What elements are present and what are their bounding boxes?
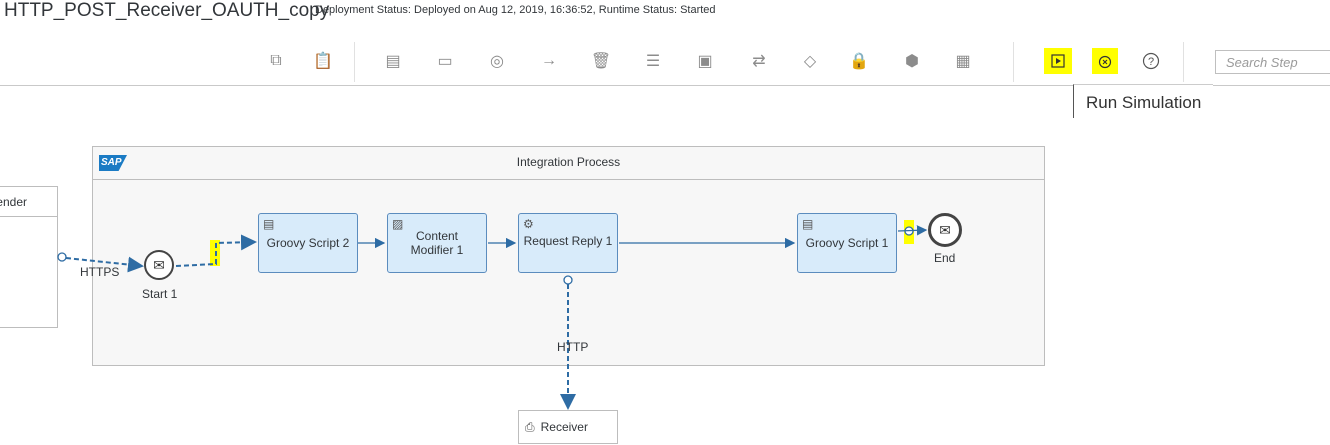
end-label: End [934,251,956,265]
arrow-right-icon[interactable]: → [541,52,557,69]
delete-icon[interactable]: 🗑 [590,53,612,70]
window-icon[interactable]: ▭ [437,53,453,70]
deployment-status: Deployment Status: Deployed on Aug 12, 2… [315,4,716,16]
swap-icon[interactable]: ⇄ [752,53,766,70]
sender-pool[interactable]: Sender [0,186,58,328]
request-reply-step[interactable]: ⚙ Request Reply 1 [518,213,618,273]
gear-icon: ⚙ [523,217,534,231]
start-event[interactable]: ✉ [144,250,174,280]
groovy-script-1-step[interactable]: ▤ Groovy Script 1 [797,213,897,273]
clipboard-icon[interactable]: ▦ [955,53,971,70]
step-label: Request Reply 1 [523,234,613,248]
help-icon[interactable]: ? [1138,48,1164,74]
run-simulation-icon[interactable] [1044,48,1072,74]
toolbar: ⧉ 📋 ▤ ▭ ◎ → 🗑 ☰ ▣ ⇄ ◇ 🔒 ⬢ ▦ ? [0,38,1330,86]
envelope-icon: ✉ [939,221,951,238]
stop-simulation-icon[interactable] [1092,48,1118,74]
menu-icon[interactable]: ☰ [645,53,661,70]
lock-icon[interactable]: 🔒 [849,53,869,70]
add-step-icon[interactable]: ▤ [385,53,401,70]
package-icon[interactable]: ⬢ [905,53,919,70]
receiver-label: Receiver [540,420,588,434]
end-event[interactable]: ✉ [928,213,962,247]
svg-text:?: ? [1148,56,1154,68]
sap-logo: SAP [99,155,127,171]
content-modifier-icon: ▨ [392,217,404,231]
step-label: Content Modifier 1 [410,229,464,257]
sender-label: Sender [0,187,57,217]
target-icon[interactable]: ◎ [490,53,504,70]
receiver-channel-label: HTTP [557,340,589,354]
script-icon: ▤ [263,217,275,231]
toolbar-divider [354,42,355,82]
envelope-icon: ✉ [153,256,165,273]
step-label: Groovy Script 1 [805,236,889,250]
paste-icon[interactable]: 📋 [313,53,333,70]
start-label: Start 1 [142,287,178,301]
page-title: HTTP_POST_Receiver_OAUTH_copy [4,0,330,21]
run-simulation-tooltip: Run Simulation [1073,84,1213,118]
process-title: Integration Process [93,147,1044,180]
sender-channel-label: HTTPS [80,265,120,279]
groovy-script-2-step[interactable]: ▤ Groovy Script 2 [258,213,358,273]
step-label: Groovy Script 2 [266,236,350,250]
toolbar-divider [1183,42,1184,82]
gateway-icon[interactable]: ◇ [803,53,817,70]
toolbar-divider [1013,42,1014,82]
script-icon: ▤ [802,217,814,231]
receiver-participant[interactable]: ⎙ Receiver [518,410,618,444]
calendar-icon[interactable]: ▣ [697,53,713,70]
search-step-input[interactable] [1215,50,1330,74]
receiver-icon: ⎙ [525,419,535,434]
content-modifier-step[interactable]: ▨ Content Modifier 1 [387,213,487,273]
copy-icon[interactable]: ⧉ [270,52,282,69]
